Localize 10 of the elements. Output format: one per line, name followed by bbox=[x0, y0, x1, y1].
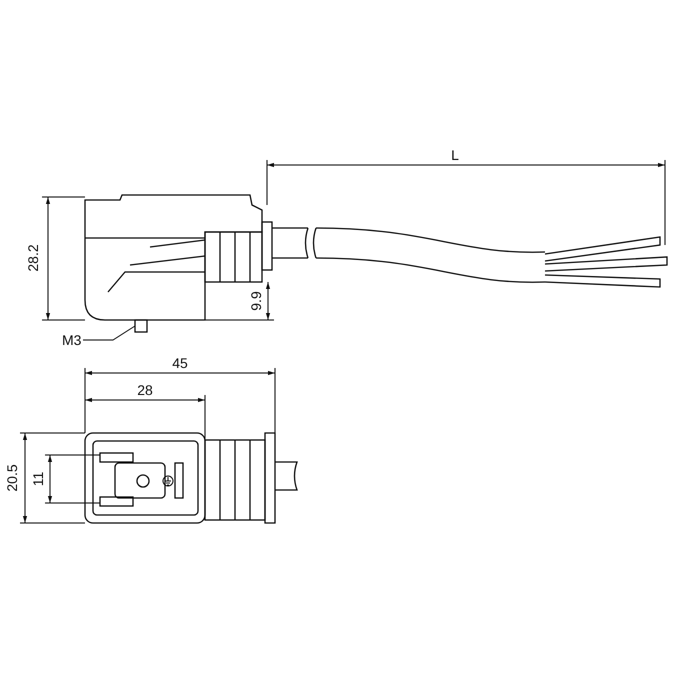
dimension-label: 45 bbox=[172, 356, 188, 370]
dimension-label: L bbox=[451, 148, 459, 162]
dimension-label: 28 bbox=[137, 383, 153, 397]
screw bbox=[134, 319, 148, 333]
dimension-label: 9.9 bbox=[249, 291, 263, 311]
leader-line bbox=[82, 326, 136, 340]
dimension-label: 11 bbox=[31, 472, 45, 486]
dimension-label: 20.5 bbox=[5, 464, 19, 492]
dimension-label: 28.2 bbox=[26, 244, 40, 272]
part-label: M3 bbox=[62, 333, 82, 347]
